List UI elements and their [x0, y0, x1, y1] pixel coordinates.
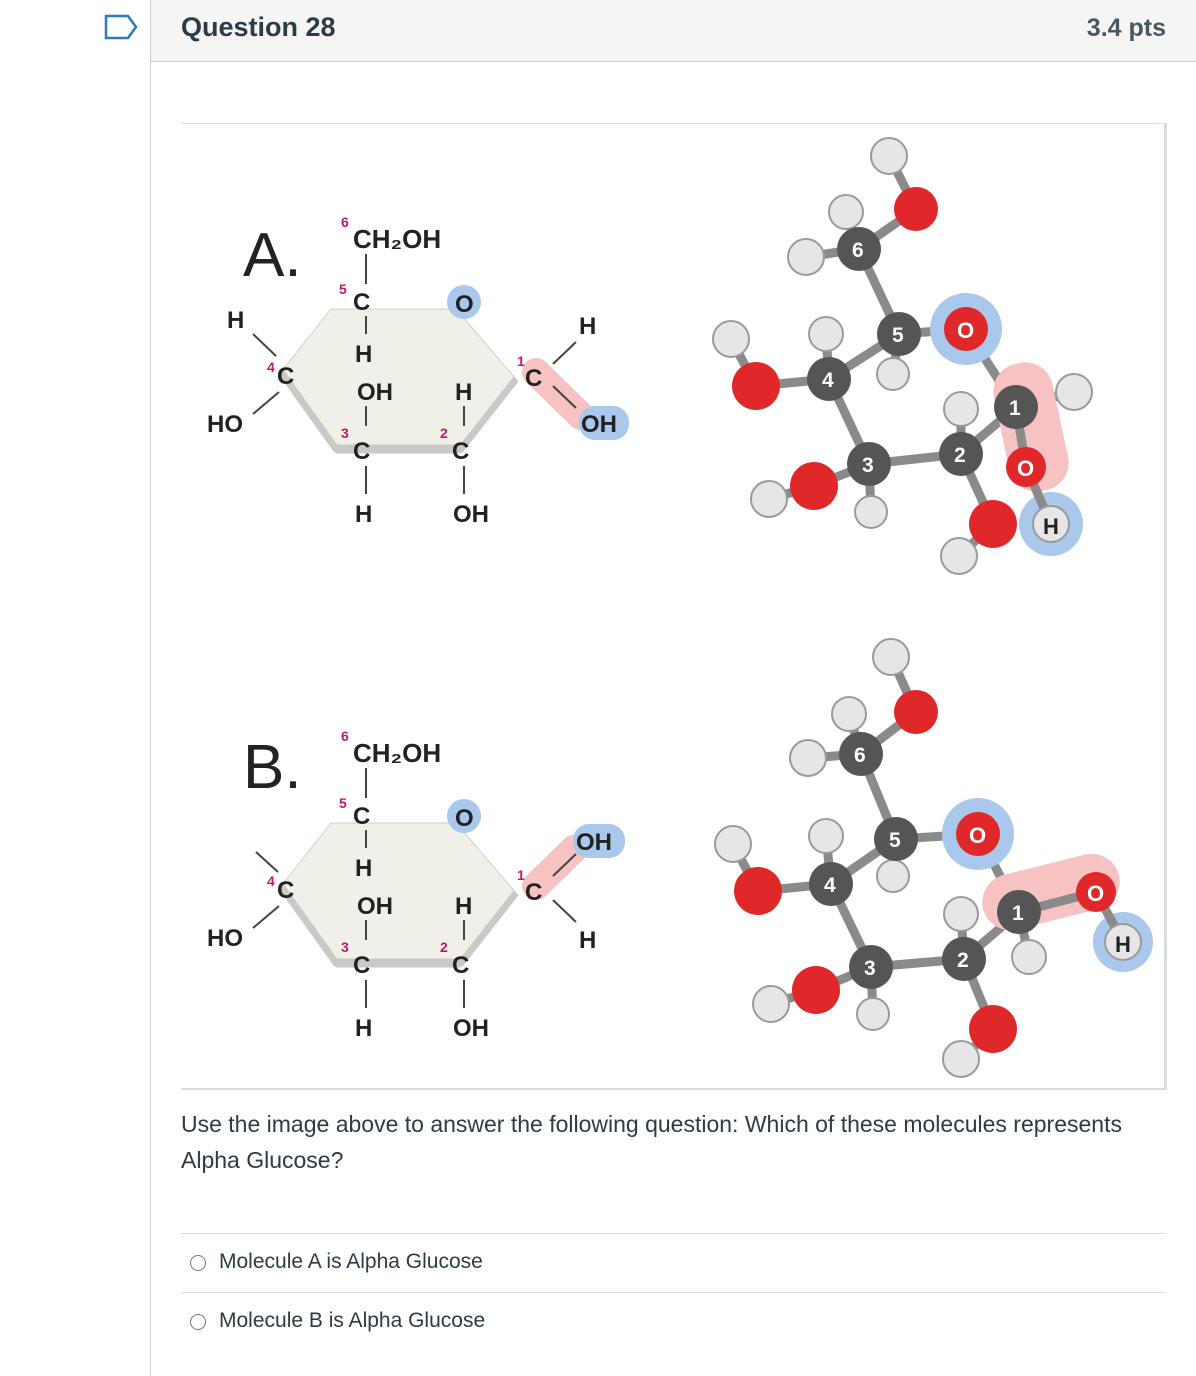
- flag-column: [0, 0, 150, 1376]
- ball-ring-o-a: O: [957, 318, 974, 343]
- c4-ho-b: HO: [207, 925, 243, 952]
- c1-number: 1: [517, 353, 525, 369]
- ball-c6-a: 6: [852, 239, 864, 262]
- c4-number: 4: [267, 359, 275, 375]
- ball-c1-b: 1: [1012, 902, 1024, 925]
- molecule-a-haworth: O A. 6 CH₂OH 5 C H H 4 C HO OH 3 C H H: [207, 214, 629, 528]
- c2-number: 2: [440, 425, 448, 441]
- c1-carbon-b: C: [525, 879, 542, 906]
- c1-h-b: H: [579, 927, 596, 954]
- c3-h-b: H: [355, 1015, 372, 1042]
- c3-oh: OH: [357, 379, 393, 406]
- c5-number-b: 5: [339, 795, 347, 811]
- c6-number: 6: [341, 214, 349, 230]
- c3-oh-b: OH: [357, 893, 393, 920]
- question-header: Question 28 3.4 pts: [151, 0, 1196, 62]
- ball-c5-b: 5: [889, 829, 901, 852]
- ball-c3-b: 3: [864, 957, 876, 980]
- c6-number-b: 6: [341, 728, 349, 744]
- answer-option-a[interactable]: Molecule A is Alpha Glucose: [181, 1233, 1166, 1292]
- ball-h-label-a: H: [1043, 514, 1059, 539]
- c2-h-b: H: [455, 893, 472, 920]
- glucose-diagram: O A. 6 CH₂OH 5 C H H 4 C HO OH 3 C H H: [207, 137, 1153, 1078]
- ball-c3-a: 3: [862, 454, 874, 477]
- question-text: Use the image above to answer the follow…: [181, 1111, 1122, 1173]
- c4-h: H: [227, 307, 244, 334]
- c1-oh: OH: [581, 411, 617, 438]
- c5-h: H: [355, 341, 372, 368]
- c5-number: 5: [339, 281, 347, 297]
- ring-oxygen-label: O: [455, 291, 474, 318]
- ball-c1-o-a: O: [1017, 456, 1034, 481]
- ball-c2-a: 2: [954, 444, 966, 467]
- radio-button[interactable]: [190, 1314, 206, 1330]
- ball-h-label-b: H: [1115, 932, 1131, 957]
- ball-c4-a: 4: [822, 369, 834, 392]
- ball-c6-b: 6: [854, 744, 866, 767]
- c3-h: H: [355, 501, 372, 528]
- ball-c2-b: 2: [957, 949, 969, 972]
- c5-h-b: H: [355, 855, 372, 882]
- c2-h: H: [455, 379, 472, 406]
- ball-c5-a: 5: [892, 324, 904, 347]
- ball-c1-a: 1: [1009, 397, 1021, 420]
- question-points: 3.4 pts: [1086, 14, 1166, 42]
- answer-list: Molecule A is Alpha Glucose Molecule B i…: [181, 1233, 1166, 1351]
- c3-carbon-b: C: [353, 952, 370, 979]
- c3-number-b: 3: [341, 939, 349, 955]
- c3-number: 3: [341, 425, 349, 441]
- c1-carbon: C: [525, 365, 542, 392]
- c4-ho: HO: [207, 411, 243, 438]
- answer-label[interactable]: Molecule A is Alpha Glucose: [219, 1250, 483, 1273]
- letter-a: A.: [243, 221, 302, 290]
- c2-carbon-b: C: [452, 952, 469, 979]
- molecule-a-ball-stick: H O O 6 5 4 3 2 1: [712, 137, 1093, 575]
- bookmark-flag-icon[interactable]: [104, 14, 138, 40]
- ch2oh-label: CH₂OH: [353, 224, 441, 254]
- ball-c4-b: 4: [824, 874, 836, 897]
- ball-c1-o-b: O: [1087, 881, 1104, 906]
- radio-button[interactable]: [190, 1255, 206, 1271]
- ring-oxygen-label-b: O: [455, 805, 474, 832]
- c2-carbon: C: [452, 438, 469, 465]
- column-divider: [150, 0, 151, 1376]
- c2-number-b: 2: [440, 939, 448, 955]
- c1-number-b: 1: [517, 867, 525, 883]
- ball-ring-o-b: O: [969, 823, 986, 848]
- answer-label[interactable]: Molecule B is Alpha Glucose: [219, 1309, 486, 1332]
- c2-oh-b: OH: [453, 1015, 489, 1042]
- c5-carbon-b: C: [353, 803, 370, 830]
- question-title: Question 28: [181, 12, 336, 42]
- glucose-figure: O A. 6 CH₂OH 5 C H H 4 C HO OH 3 C H H: [181, 123, 1167, 1090]
- letter-b: B.: [243, 733, 302, 802]
- c1-oh-b: OH: [576, 829, 612, 856]
- c2-oh: OH: [453, 501, 489, 528]
- answer-option-b[interactable]: Molecule B is Alpha Glucose: [181, 1292, 1166, 1351]
- c4-carbon: C: [277, 363, 294, 390]
- molecule-b-haworth: O B. 6 CH₂OH 5 C H 4 C HO OH 3 C H H 2: [207, 728, 625, 1042]
- molecule-b-ball-stick: H O O 6 5 4 3 2 1: [714, 638, 1153, 1078]
- c1-h: H: [579, 313, 596, 340]
- c4-carbon-b: C: [277, 877, 294, 904]
- ch2oh-label-b: CH₂OH: [353, 738, 441, 768]
- c3-carbon: C: [353, 438, 370, 465]
- c4-number-b: 4: [267, 873, 275, 889]
- c5-carbon: C: [353, 289, 370, 316]
- ring-oxygen-halo: [447, 285, 481, 319]
